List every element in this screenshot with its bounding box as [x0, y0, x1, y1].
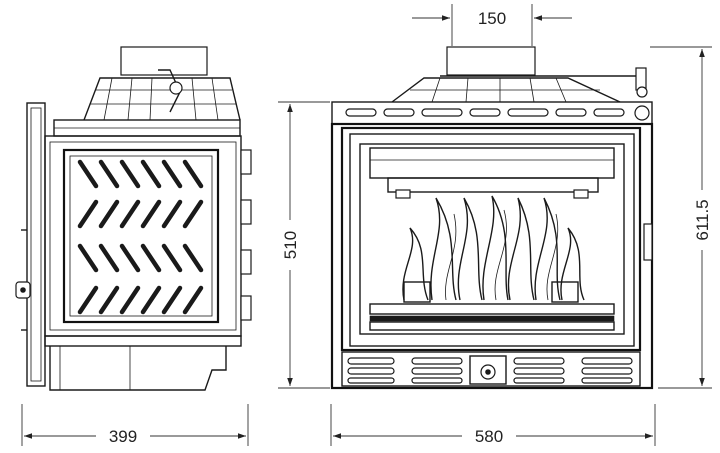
dimension-flue-diameter: 150 — [412, 4, 572, 46]
dimension-label-399: 399 — [109, 427, 137, 446]
front-door-latch[interactable] — [643, 223, 653, 261]
dimension-label-580: 580 — [475, 427, 503, 446]
front-flue-collar — [446, 46, 536, 76]
dimension-label-510: 510 — [281, 231, 300, 259]
dimension-side-depth: 399 — [21, 404, 249, 446]
dimension-label-150: 150 — [478, 9, 506, 28]
side-base — [49, 346, 227, 391]
front-top-slots — [345, 108, 625, 117]
side-vent-slots — [77, 159, 204, 315]
front-grate — [369, 303, 615, 331]
front-damper-ring[interactable] — [636, 86, 648, 98]
side-flue-collar — [120, 46, 208, 76]
side-view — [15, 46, 252, 391]
side-vent-panel — [62, 148, 220, 324]
front-bottom-grille — [341, 351, 641, 387]
dimension-total-height: 611.5 — [650, 46, 712, 389]
front-view — [330, 46, 654, 390]
side-hook-ring — [169, 81, 183, 95]
side-hood — [83, 77, 241, 121]
front-flames — [402, 195, 585, 301]
dimension-door-height: 510 — [278, 101, 330, 389]
side-rear-tabs — [240, 149, 252, 321]
dimension-label-611-5: 611.5 — [693, 199, 712, 240]
side-door-frame — [26, 102, 46, 387]
front-body — [330, 122, 654, 390]
front-glass — [359, 143, 625, 335]
dimension-front-width: 580 — [330, 404, 656, 446]
front-door-frame — [340, 126, 642, 352]
